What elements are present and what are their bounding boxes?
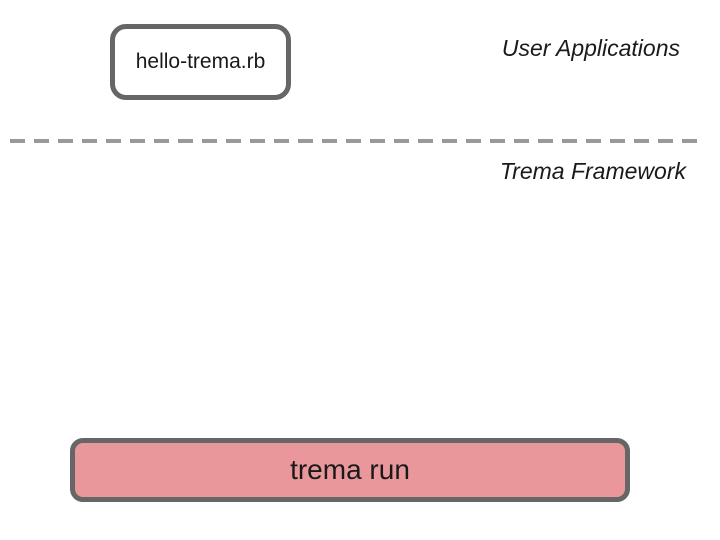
layer-label-trema-framework: Trema Framework (499, 158, 686, 184)
node-trema-run: trema run (70, 438, 630, 502)
node-hello-trema-rb: hello-trema.rb (110, 24, 291, 100)
node-trema-run-label: trema run (290, 454, 410, 485)
layer-divider-dashed-line (10, 139, 698, 143)
node-hello-trema-rb-label: hello-trema.rb (135, 50, 266, 73)
layer-label-user-applications: User Applications (501, 35, 680, 61)
